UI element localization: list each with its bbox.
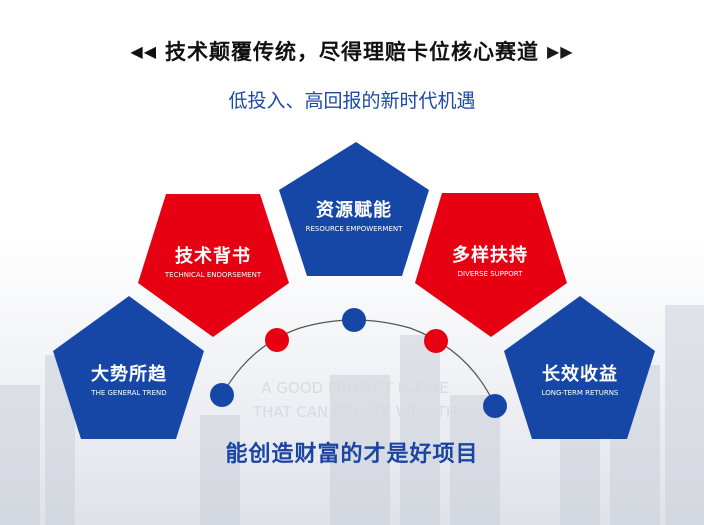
dot-4	[424, 329, 448, 353]
dot-3	[342, 308, 366, 332]
pentagon-resource-empowerment	[279, 142, 429, 276]
dot-5	[483, 394, 507, 418]
pentagon-general-trend	[53, 296, 204, 439]
dot-1	[210, 383, 234, 407]
right-arrow-icon: ▶▶	[547, 42, 574, 61]
pentagon-diverse-support	[415, 193, 567, 337]
page-title: ◀◀技术颠覆传统，尽得理赔卡位核心赛道▶▶	[130, 40, 574, 64]
slogan: 能创造财富的才是好项目	[225, 442, 479, 467]
subtitle: 低投入、高回报的新时代机遇	[228, 90, 476, 112]
left-arrow-icon: ◀◀	[130, 42, 157, 61]
pentagon-long-term-returns	[504, 296, 655, 439]
dot-2	[265, 328, 289, 352]
pentagon-technical-endorsement	[138, 194, 289, 337]
